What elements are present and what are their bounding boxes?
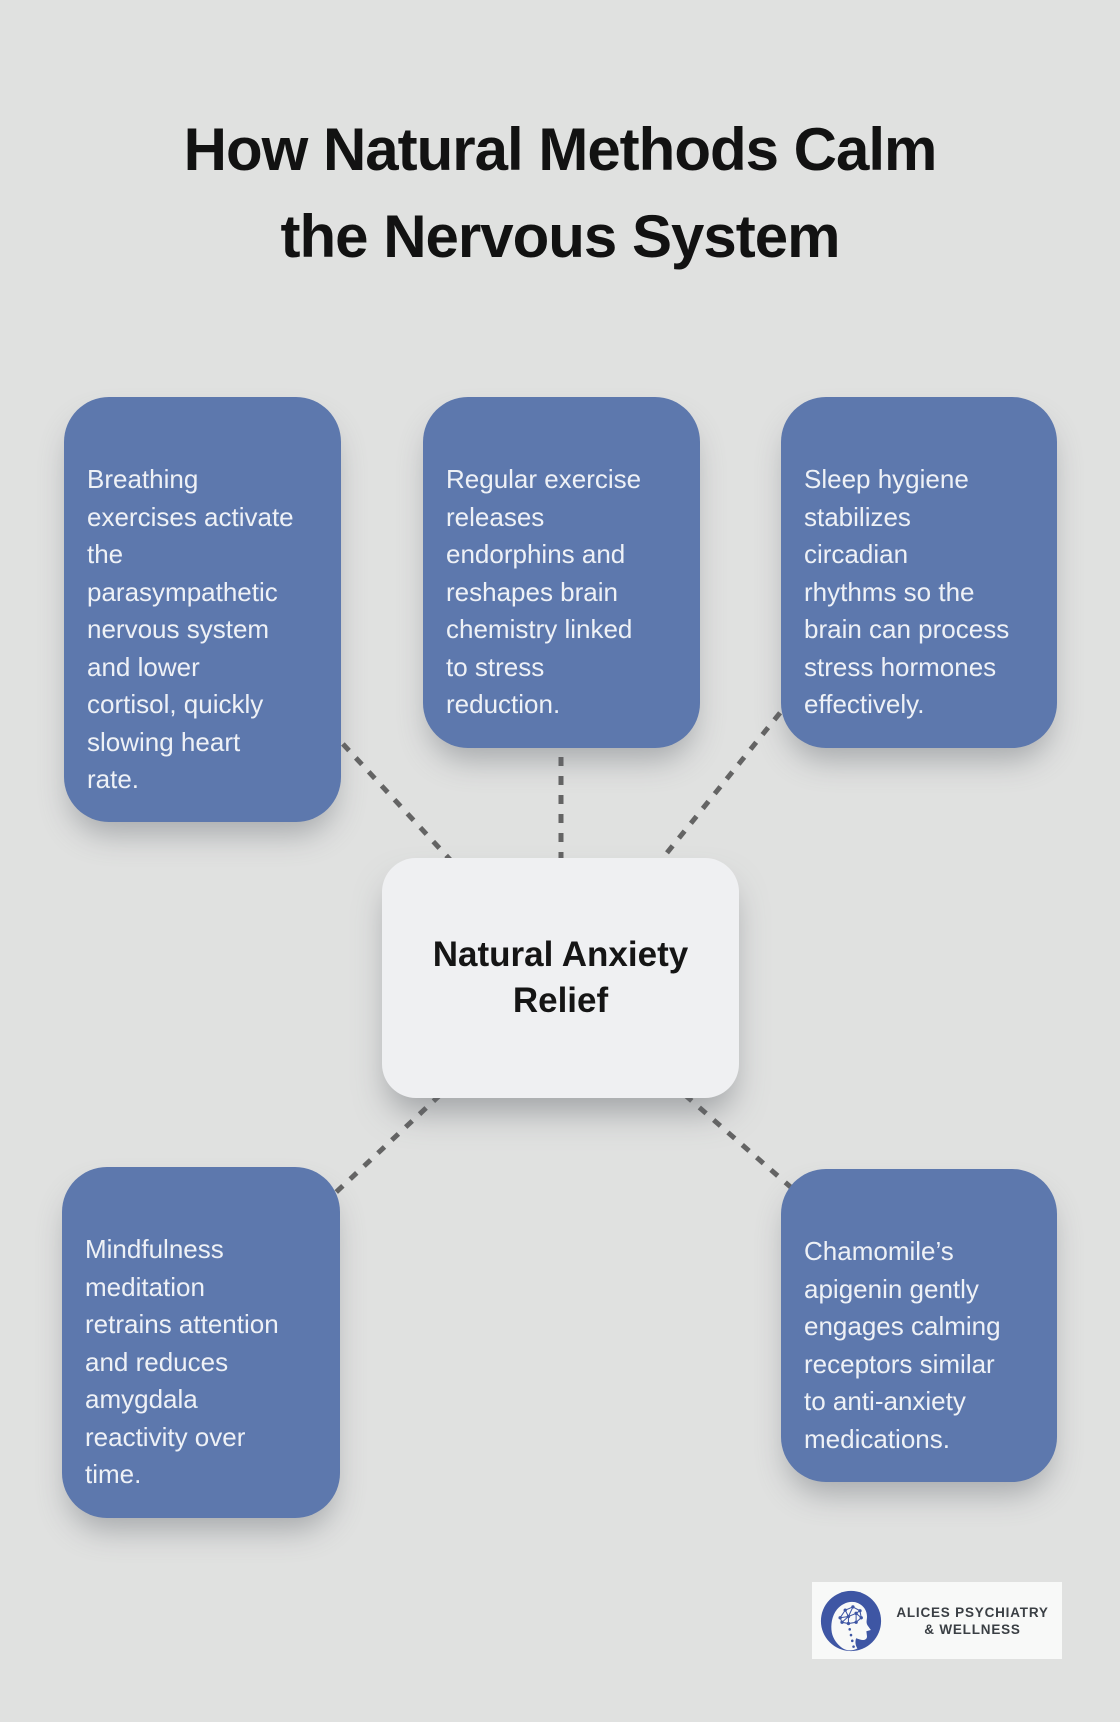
method-card-text: Regular exercise releases endorphins and…	[446, 464, 642, 720]
method-card-sleep: Sleep hygiene stabilizes circadian rhyth…	[781, 397, 1057, 748]
center-node: Natural Anxiety Relief	[382, 858, 739, 1098]
page-title: How Natural Methods Calm the Nervous Sys…	[183, 116, 938, 271]
method-card-mindfulness: Mindfulness meditation retrains attentio…	[62, 1167, 340, 1518]
logo-text: ALICES PSYCHIATRY & WELLNESS	[883, 1604, 1062, 1638]
method-card-text: Chamomile’s apigenin gently engages calm…	[804, 1236, 1001, 1454]
connector-sleep	[656, 696, 794, 866]
logo-panel: ALICES PSYCHIATRY & WELLNESS	[812, 1582, 1062, 1659]
brain-head-icon	[820, 1590, 882, 1651]
method-card-text: Sleep hygiene stabilizes circadian rhyth…	[804, 464, 1010, 720]
center-node-label: Natural Anxiety Relief	[432, 934, 689, 1020]
connector-mindfulness	[330, 1093, 442, 1198]
logo-name-line1: ALICES PSYCHIATRY	[896, 1604, 1049, 1620]
method-card-text: Mindfulness meditation retrains attentio…	[85, 1234, 279, 1490]
connector-breathing	[328, 728, 457, 867]
connector-chamomile	[683, 1093, 796, 1192]
method-card-chamomile: Chamomile’s apigenin gently engages calm…	[781, 1169, 1057, 1483]
method-card-exercise: Regular exercise releases endorphins and…	[423, 397, 700, 748]
method-card-breathing: Breathing exercises activate the parasym…	[64, 397, 341, 823]
method-card-text: Breathing exercises activate the parasym…	[87, 464, 294, 794]
logo-name-line2: & WELLNESS	[924, 1621, 1021, 1637]
